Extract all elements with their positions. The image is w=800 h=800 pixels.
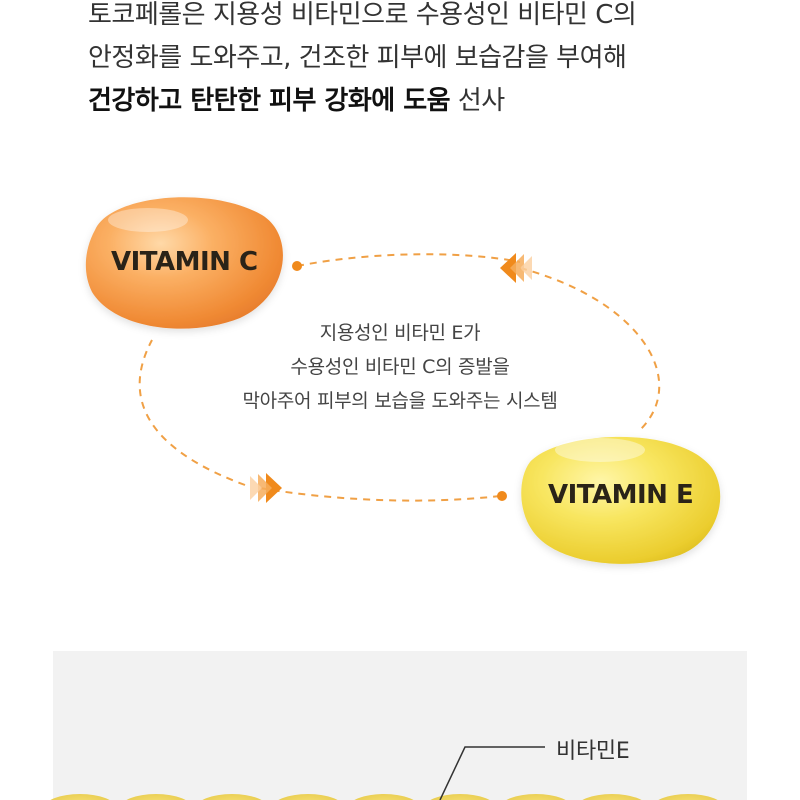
cycle-line-2: 수용성인 비타민 C의 증발을	[290, 356, 510, 378]
intro-text: 토코페롤은 지용성 비타민으로 수용성인 비타민 C의 안정화를 도와주고, 건…	[88, 0, 708, 123]
panel-leader-line	[439, 746, 545, 800]
vitamin-e-label: VITAMIN E	[548, 480, 694, 510]
capsule-vitamin-e	[521, 436, 721, 564]
cycle-arc-right	[519, 267, 661, 431]
arrow-left-icon	[500, 253, 532, 283]
cycle-line-3: 막아주어 피부의 보습을 도와주는 시스템	[242, 390, 558, 412]
cycle-arc-bottom	[259, 487, 501, 502]
intro-line-3-tail: 선사	[450, 86, 505, 116]
arrow-right-icon	[250, 473, 282, 503]
intro-line-1: 토코페롤은 지용성 비타민으로 수용성인 비타민 C의	[88, 0, 637, 30]
intro-line-3: 건강하고 탄탄한 피부 강화에 도움 선사	[88, 80, 708, 123]
cycle-description: 지용성인 비타민 E가 수용성인 비타민 C의 증발을 막아주어 피부의 보습을…	[150, 316, 650, 418]
panel-label-vitamin-e: 비타민E	[556, 739, 630, 764]
cycle-line-1: 지용성인 비타민 E가	[319, 322, 481, 344]
cycle-dot-e	[497, 491, 507, 501]
cycle-arc-top	[296, 253, 521, 267]
intro-line-2: 안정화를 도와주고, 건조한 피부에 보습감을 부여해	[88, 43, 627, 73]
capsule-vitamin-c	[85, 197, 283, 329]
intro-line-3-highlight: 건강하고 탄탄한 피부 강화에 도움	[88, 86, 451, 116]
cycle-dot-c	[292, 261, 302, 271]
panel-background	[53, 651, 747, 800]
panel-capsule-row	[50, 794, 718, 800]
vitamin-c-label: VITAMIN C	[111, 247, 258, 277]
